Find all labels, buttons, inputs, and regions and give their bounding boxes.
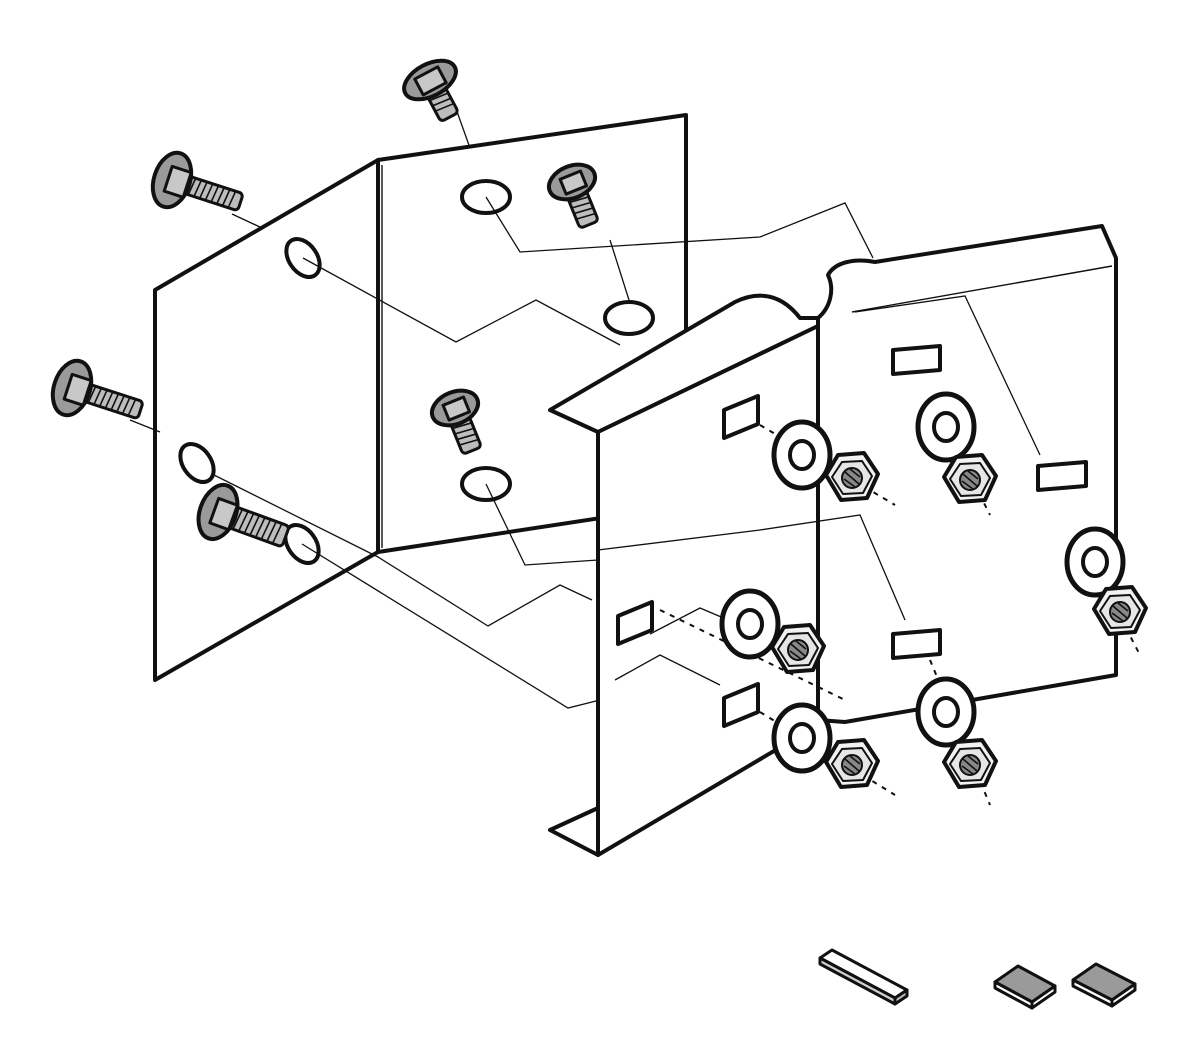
fastener-set (659, 591, 846, 701)
spacer-strip (818, 948, 909, 1006)
square-slot (722, 682, 760, 728)
fastener-set (918, 394, 998, 516)
front-bracket-slots (616, 344, 1088, 728)
square-slot (616, 600, 654, 646)
square-slot (722, 394, 760, 440)
washer (722, 591, 778, 657)
washers-and-nuts (659, 394, 1148, 806)
rear-bracket-side-panel (153, 158, 380, 682)
bolt (402, 58, 459, 122)
washer (774, 422, 830, 488)
rubber-pad (993, 964, 1057, 1010)
bolt-hole (603, 300, 655, 336)
hex-nut (824, 738, 880, 789)
washer (918, 394, 974, 460)
rubber-pad (1071, 962, 1137, 1008)
front-bracket-bottom-flange (548, 806, 600, 857)
fastener-set (918, 659, 998, 806)
square-slot (891, 344, 942, 376)
bolt (429, 388, 482, 455)
fastener-set (759, 705, 896, 796)
fastener-set (759, 422, 896, 506)
bolt (196, 482, 290, 548)
square-slot (1036, 460, 1088, 492)
bolt (150, 150, 244, 212)
carriage-bolts (50, 58, 599, 548)
bolt (546, 162, 599, 229)
square-slot (891, 628, 942, 660)
washer (774, 705, 830, 771)
washer (1067, 529, 1123, 595)
bolt-hole (178, 442, 216, 484)
front-bracket-top-flange (548, 293, 820, 434)
loose-parts (818, 948, 1137, 1010)
bolt (50, 358, 144, 420)
hex-nut (942, 738, 998, 789)
washer (918, 679, 974, 745)
